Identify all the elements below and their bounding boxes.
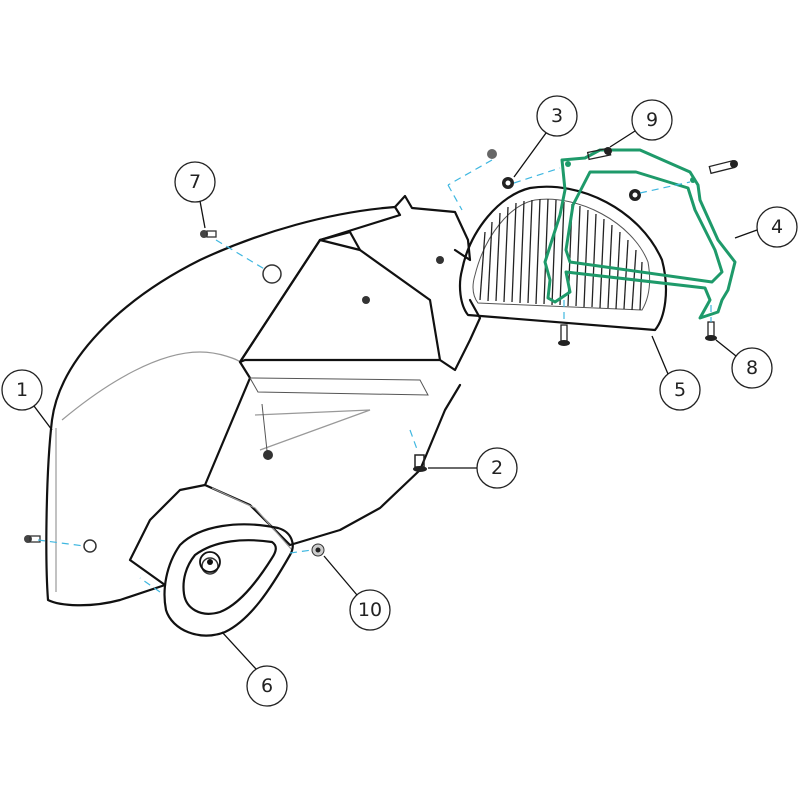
callout-8: 8 bbox=[715, 339, 773, 389]
nut-middle bbox=[629, 189, 641, 201]
callout-9: 9 bbox=[609, 99, 673, 148]
screw-2 bbox=[413, 454, 427, 472]
green-bracket bbox=[543, 148, 737, 320]
svg-text:2: 2 bbox=[491, 457, 503, 479]
svg-text:8: 8 bbox=[746, 357, 758, 379]
svg-text:6: 6 bbox=[261, 675, 273, 697]
screw-under-filter bbox=[558, 324, 570, 346]
callout-6: 6 bbox=[221, 631, 288, 707]
nut-10 bbox=[311, 543, 325, 557]
screw-right-top bbox=[708, 159, 738, 175]
main-housing bbox=[45, 194, 482, 607]
rivet-left bbox=[24, 535, 41, 543]
callout-5: 5 bbox=[651, 335, 701, 411]
filter-grille-panel bbox=[458, 185, 668, 332]
handle-ring bbox=[163, 523, 294, 637]
screw-9 bbox=[586, 147, 612, 161]
svg-text:7: 7 bbox=[189, 171, 201, 193]
svg-text:9: 9 bbox=[646, 109, 658, 131]
rivet-7 bbox=[200, 230, 217, 238]
callout-7: 7 bbox=[174, 161, 216, 229]
assembly-axes bbox=[37, 159, 712, 593]
svg-text:10: 10 bbox=[358, 599, 382, 621]
fasteners bbox=[24, 147, 738, 557]
svg-text:3: 3 bbox=[551, 105, 563, 127]
nut-3 bbox=[502, 177, 514, 189]
callout-2: 2 bbox=[428, 447, 518, 489]
screw-8 bbox=[705, 321, 717, 341]
svg-text:5: 5 bbox=[674, 379, 686, 401]
svg-text:1: 1 bbox=[16, 379, 28, 401]
callout-10: 10 bbox=[323, 555, 391, 631]
callouts: 1 2 3 4 5 6 7 bbox=[1, 95, 798, 707]
svg-text:4: 4 bbox=[771, 216, 783, 238]
screw-top-left bbox=[487, 149, 497, 159]
callout-3: 3 bbox=[513, 95, 578, 178]
callout-1: 1 bbox=[1, 369, 53, 431]
callout-4: 4 bbox=[734, 206, 798, 248]
bolt-interior bbox=[436, 256, 444, 264]
